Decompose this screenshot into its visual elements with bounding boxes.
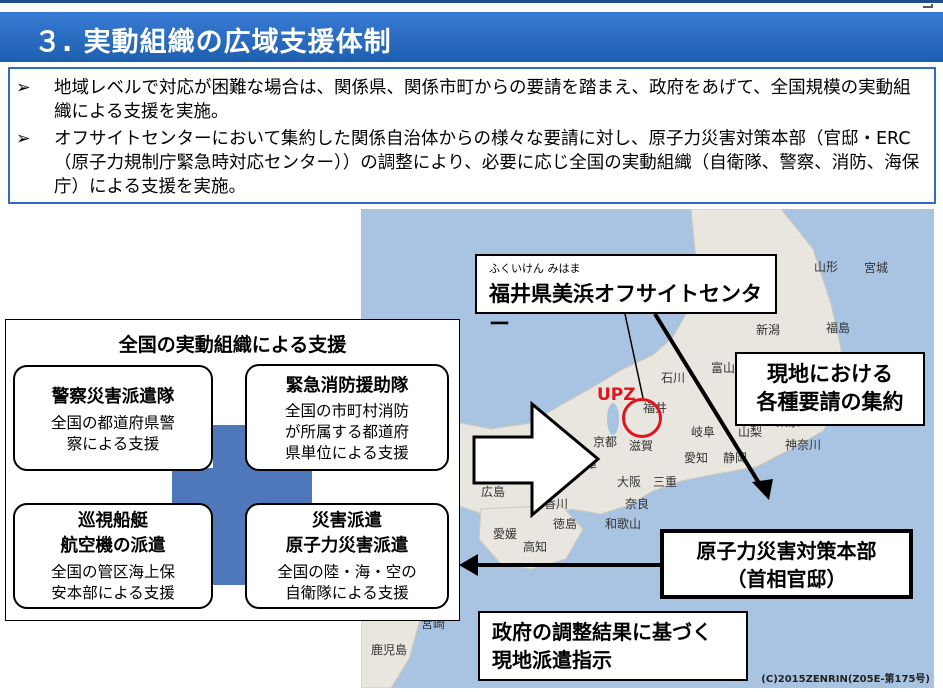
map-label: 岡山: [537, 463, 562, 477]
coast-guard-card: 巡視船艇 航空機の派遣 全国の管区海上保 安本部による支援: [13, 503, 213, 609]
map-label: 愛媛: [493, 527, 518, 541]
corner-mark: [923, 4, 933, 8]
map-label: 岐阜: [691, 425, 716, 439]
card-desc: 県単位による支援: [285, 444, 409, 462]
map-label: 徳島: [553, 517, 578, 531]
card-heading: 緊急消防援助隊: [285, 376, 409, 396]
offsite-furigana: ふくいけん みはま: [489, 262, 581, 275]
map-label: 神奈川: [785, 438, 822, 452]
card-heading: 原子力災害派遣: [285, 536, 409, 556]
map-label: 山形: [814, 260, 839, 274]
summary-box: ➢ 地域レベルで対応が困難な場合は、関係県、関係市町からの要請を踏まえ、政府をあ…: [8, 67, 936, 204]
hq-line: 原子力災害対策本部: [696, 539, 877, 563]
map-label: 石川: [661, 371, 686, 385]
nuclear-hq-box: 原子力災害対策本部 （首相官邸）: [660, 529, 913, 599]
card-desc: 自衛隊による支援: [285, 584, 409, 602]
gather-line: 各種要請の集約: [756, 390, 904, 414]
card-heading: 警察災害派遣隊: [51, 387, 175, 407]
map-label: 富山: [711, 361, 736, 375]
card-heading: 巡視船艇: [78, 511, 148, 531]
card-desc: 全国の陸・海・空の: [277, 563, 417, 581]
map-label: 愛知: [684, 451, 709, 465]
map-label: 宮城: [864, 261, 889, 275]
upz-circle: [622, 398, 662, 438]
map-label: 京都: [593, 435, 618, 449]
map-label: 鹿児島: [371, 643, 408, 657]
bullet-text: 地域レベルで対応が困難な場合は、関係県、関係市町からの要請を踏まえ、政府をあげて…: [54, 78, 911, 122]
card-desc: が所属する都道府: [284, 423, 409, 441]
map-label: 島根: [481, 439, 506, 453]
map-label: 福島: [826, 321, 851, 335]
dispatch-line: 現地派遣指示: [492, 648, 612, 672]
map-copyright: (C)2015ZENRIN(Z05E-第175号): [761, 674, 930, 685]
sdf-dispatch-card: 災害派遣 原子力災害派遣 全国の陸・海・空の 自衛隊による支援: [245, 503, 449, 609]
card-desc: 安本部による支援: [51, 584, 175, 602]
title-bar: ３. 実動組織の広域支援体制: [0, 12, 943, 62]
page-title: ３. 実動組織の広域支援体制: [34, 27, 392, 58]
map-label: 兵庫: [573, 457, 598, 471]
card-desc: 全国の管区海上保: [50, 563, 175, 581]
map-label: 滋賀: [629, 439, 654, 453]
card-desc: 全国の市町村消防: [284, 402, 409, 420]
map-label: 和歌山: [605, 517, 642, 531]
map-label: 静岡: [723, 451, 748, 465]
offsite-name: 福井県美浜オフサイトセンター: [489, 282, 762, 336]
map-label: 大阪: [617, 475, 642, 489]
panel-title: 全国の実動組織による支援: [118, 334, 347, 356]
fire-rescue-card: 緊急消防援助隊 全国の市町村消防 が所属する都道府 県単位による支援: [245, 364, 449, 471]
dispatch-line: 政府の調整結果に基づく: [492, 620, 712, 644]
upz-label: UPZ: [597, 385, 636, 405]
map-label: 香川: [544, 497, 569, 511]
card-heading: 航空機の派遣: [60, 536, 166, 556]
map-label: 高知: [523, 540, 548, 554]
request-gather-box: 現地における 各種要請の集約: [735, 352, 925, 426]
card-desc: 察による支援: [66, 435, 160, 453]
gather-line: 現地における: [767, 362, 893, 386]
card-desc: 全国の都道府県警: [50, 414, 175, 432]
offsite-center-box: ふくいけん みはま 福井県美浜オフサイトセンター: [475, 254, 777, 336]
bullet-text: オフサイトセンターにおいて集約した関係自治体からの様々な要請に対し、原子力災害対…: [54, 129, 920, 197]
arrow-bullet-icon: ➢: [16, 129, 31, 149]
dispatch-instruction-box: 政府の調整結果に基づく 現地派遣指示: [478, 611, 748, 681]
arrow-bullet-icon: ➢: [16, 78, 31, 98]
card-heading: 災害派遣: [312, 511, 382, 531]
top-rule: [0, 0, 943, 3]
map-label: 広島: [481, 485, 506, 499]
map-label: 鳥取: [536, 433, 561, 447]
map-label: 三重: [653, 475, 678, 489]
hq-line: （首相官邸）: [726, 567, 847, 591]
map-label: 奈良: [625, 497, 650, 511]
police-dispatch-card: 警察災害派遣隊 全国の都道府県警 察による支援: [13, 365, 213, 471]
